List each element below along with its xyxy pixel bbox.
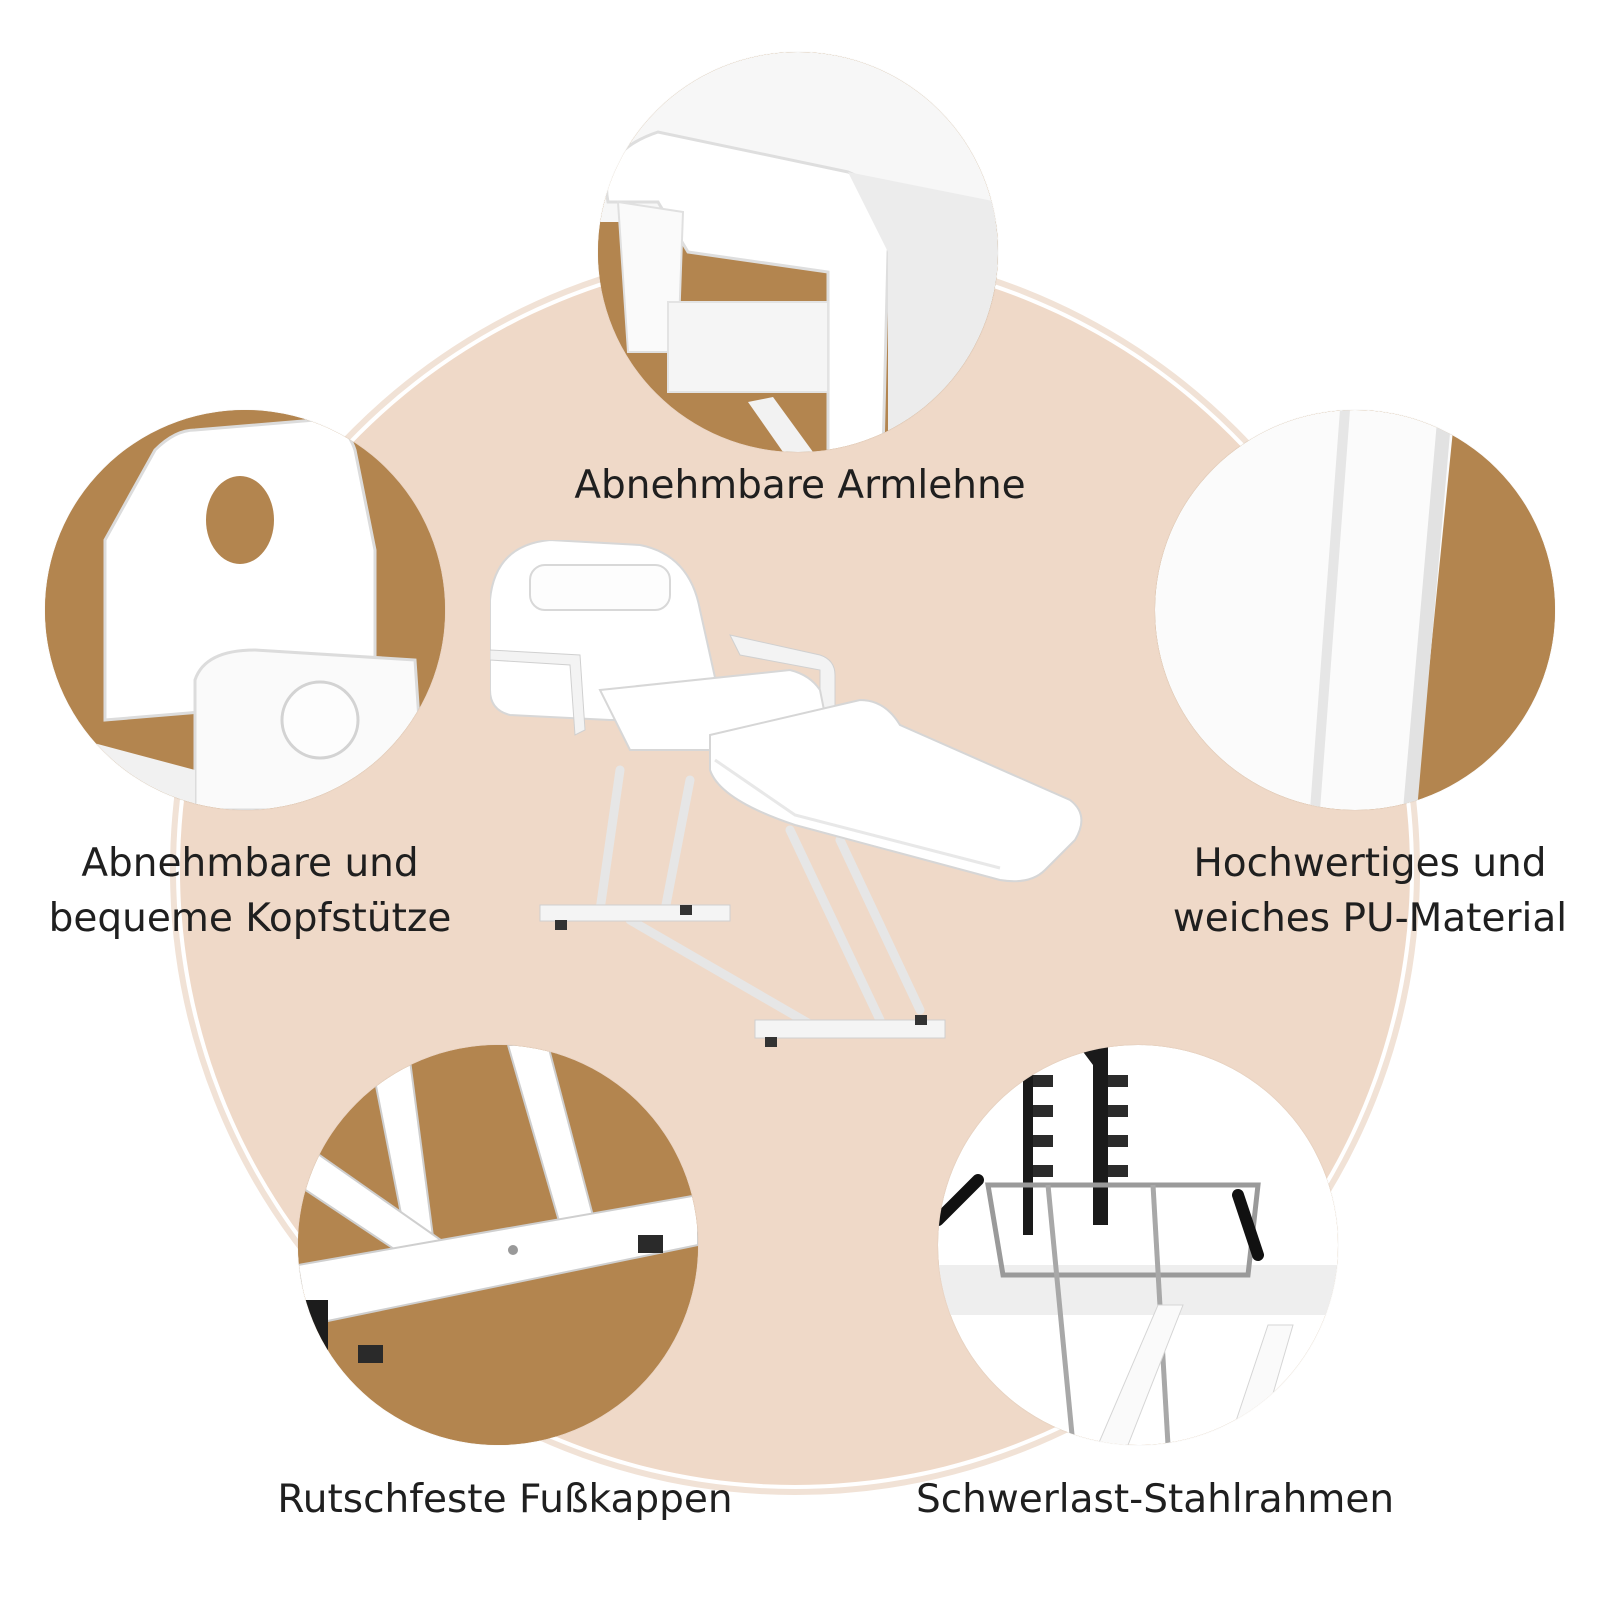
treatment-chair-image [490, 540, 1083, 1047]
feet-detail-image [298, 1045, 698, 1445]
feature-label-line: Rutschfeste Fußkappen [277, 1477, 733, 1522]
feature-label-line: Abnehmbare und [81, 841, 419, 886]
feature-label-line: Hochwertiges und [1193, 841, 1547, 886]
feature-label-material: Hochwertiges und weiches PU-Material [1140, 836, 1600, 946]
feature-label-armrest: Abnehmbare Armlehne [480, 458, 1120, 513]
material-detail-image [1155, 410, 1555, 810]
feature-label-line: Abnehmbare Armlehne [574, 463, 1026, 508]
armrest-detail-image [598, 52, 998, 452]
feature-label-line: Schwerlast-Stahlrahmen [915, 1477, 1395, 1522]
feature-label-line: weiches PU-Material [1172, 896, 1568, 941]
frame-detail-image [938, 1045, 1338, 1445]
feature-label-frame: Schwerlast-Stahlrahmen [875, 1472, 1435, 1527]
feature-label-line: bequeme Kopfstütze [48, 896, 452, 941]
feature-label-headrest: Abnehmbare und bequeme Kopfstütze [20, 836, 480, 946]
feature-label-feet: Rutschfeste Fußkappen [230, 1472, 780, 1527]
headrest-detail-image [45, 410, 445, 810]
